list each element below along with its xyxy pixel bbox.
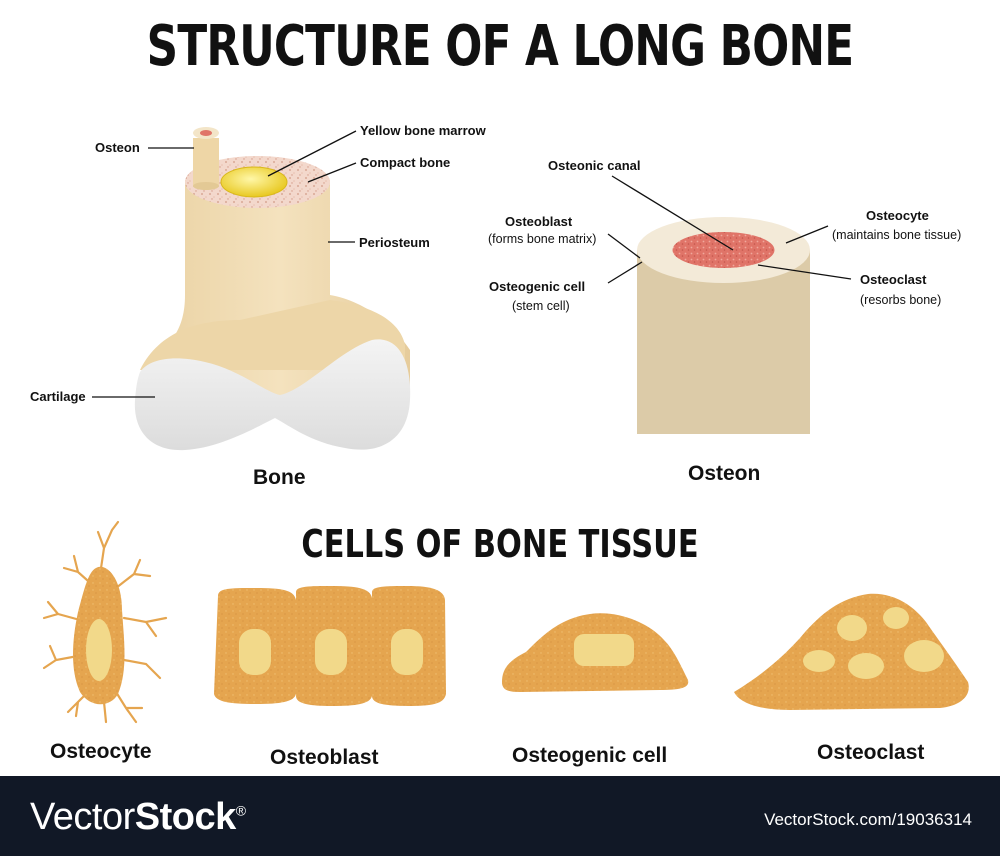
caption-osteoclast: Osteoclast	[817, 741, 925, 764]
caption-osteocyte: Osteocyte	[50, 740, 152, 763]
osteoclast-nucleus	[904, 640, 944, 672]
osteon-leader-lines	[607, 175, 852, 284]
label-osteonic-canal: Osteonic canal	[548, 158, 641, 173]
cartilage	[134, 339, 411, 451]
label-compact-bone: Compact bone	[360, 155, 451, 170]
label-yellow-bone-marrow: Yellow bone marrow	[360, 123, 486, 138]
osteon-rod	[193, 138, 219, 186]
osteogenic-nucleus	[574, 634, 634, 666]
osteocyte-nucleus	[86, 619, 112, 681]
bone-epiphysis	[140, 300, 405, 370]
label-osteoblast: Osteoblast	[505, 214, 573, 229]
brand-logo[interactable]: VectorStock®	[30, 796, 246, 839]
page-title: STRUCTURE OF A LONG BONE	[146, 14, 854, 79]
osteon-rod-canal	[200, 130, 212, 136]
label-cartilage: Cartilage	[30, 389, 86, 404]
label-osteoclast: Osteoclast	[860, 272, 927, 287]
bone-leader-lines	[92, 130, 357, 398]
osteon-lamellae	[672, 232, 775, 268]
osteoclast-nucleus	[883, 607, 909, 629]
osteoclast-nucleus	[803, 650, 835, 672]
caption-osteoblast: Osteoblast	[270, 746, 379, 769]
footer-bar	[0, 776, 1000, 856]
note-osteoblast: (forms bone matrix)	[488, 232, 597, 246]
brand-registered-mark: ®	[235, 802, 246, 819]
osteoclast-nucleus	[837, 615, 867, 641]
osteoblast-nucleus	[239, 629, 271, 675]
long-bone-illustration	[92, 127, 411, 451]
label-periosteum: Periosteum	[359, 235, 430, 250]
note-osteogenic-cell: (stem cell)	[512, 299, 570, 313]
label-osteogenic-cell: Osteogenic cell	[489, 279, 586, 294]
caption-osteon: Osteon	[688, 462, 761, 485]
note-osteoclast: (resorbs bone)	[860, 293, 942, 307]
label-osteon: Osteon	[95, 140, 140, 155]
osteogenic-cell	[502, 613, 689, 692]
osteoclast-nucleus	[848, 653, 884, 679]
caption-bone: Bone	[253, 466, 306, 489]
osteon-rod-top	[193, 182, 219, 190]
osteoblast-nucleus	[391, 629, 423, 675]
brand-bold: Stock	[134, 796, 236, 838]
image-id-link[interactable]: VectorStock.com/19036314	[764, 810, 972, 829]
cells-section-title: CELLS OF BONE TISSUE	[301, 522, 699, 566]
osteoblast-nucleus	[315, 629, 347, 675]
label-osteocyte: Osteocyte	[866, 208, 929, 223]
osteoblast-cells	[214, 586, 446, 706]
osteon-illustration	[607, 175, 852, 434]
osteocyte-cell	[42, 520, 168, 724]
brand-light: Vector	[30, 796, 135, 838]
caption-osteogenic-cell: Osteogenic cell	[512, 744, 668, 767]
osteoclast-cell	[734, 593, 969, 710]
note-osteocyte: (maintains bone tissue)	[832, 228, 962, 242]
